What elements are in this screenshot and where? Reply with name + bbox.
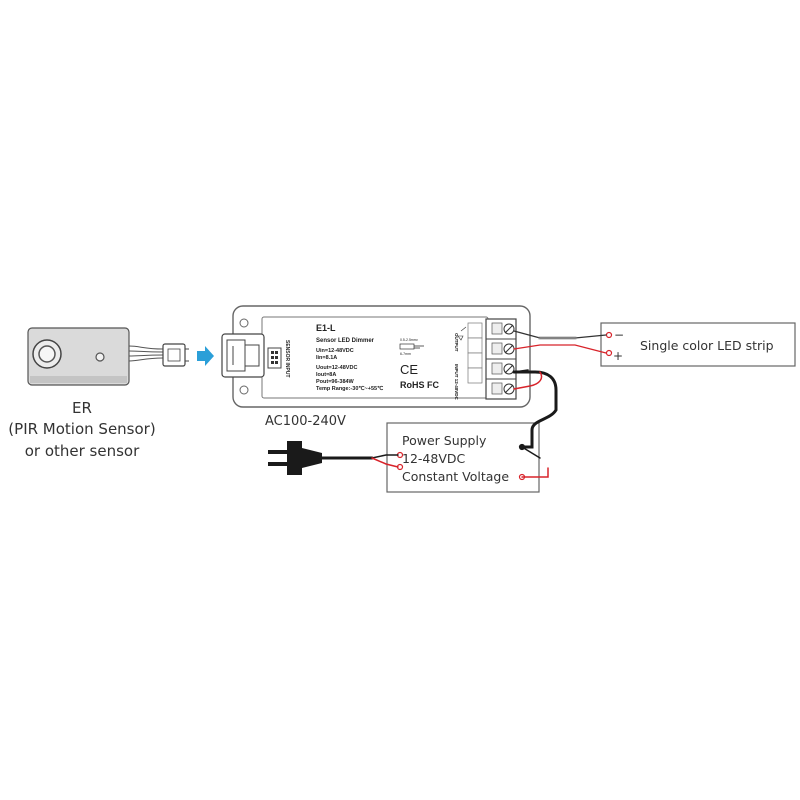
- sensor-input-socket: [221, 333, 265, 378]
- dc-wire-black: [512, 370, 558, 449]
- led-strip-label: Single color LED strip: [640, 338, 774, 353]
- connect-arrow-icon: [197, 346, 214, 366]
- dimmer-temp: Temp Range:-30℃~+55℃: [316, 385, 384, 392]
- sensor-pin-header: [267, 347, 282, 369]
- dimmer-uin: Uin=12-48VDC: [316, 348, 354, 354]
- pir-sensor: [27, 327, 189, 386]
- sensor-port-label: SENSOR INPUT: [284, 340, 290, 378]
- led-strip-minus: −: [614, 328, 624, 342]
- dimmer-subtitle: Sensor LED Dimmer: [316, 338, 375, 344]
- terminal-block: [485, 318, 517, 400]
- led-symbol-icon: [457, 326, 467, 341]
- power-supply-title: Power Supply: [402, 433, 487, 448]
- led-strip-minus-pad: [605, 331, 613, 339]
- plug-body: [287, 441, 302, 475]
- dimmer-uout: Uout=12-48VDC: [316, 365, 357, 371]
- ce-mark: CE: [400, 362, 418, 377]
- sensor-lens-inner: [38, 345, 56, 363]
- power-supply-type: Constant Voltage: [402, 469, 509, 484]
- dc-wire-red: [521, 467, 549, 478]
- sensor-body-shade: [30, 376, 127, 383]
- output-wire-plus: [513, 344, 607, 354]
- output-label: OUTPUT: [454, 333, 459, 352]
- dimmer-pout: Pout=96-384W: [316, 379, 355, 385]
- dimmer-unit: SENSOR INPUT E1-L Sensor LED Dimmer Uin=…: [221, 305, 531, 408]
- dimmer-iout: Iout=8A: [316, 372, 336, 378]
- power-supply: Power Supply 12-48VDC Constant Voltage: [386, 422, 540, 493]
- wire-gauge-label: 0.5-2.5mm²: [400, 338, 419, 342]
- sensor-indicator-led: [95, 352, 105, 362]
- plug-prong-top: [268, 450, 288, 454]
- wire-strip-icon: [399, 343, 415, 350]
- mount-hole-left: [239, 318, 249, 328]
- input-label: INPUT 12-48VDC: [454, 364, 459, 401]
- ac-voltage-label: AC100-240V: [265, 414, 346, 429]
- wire-strip-length: 6-7mm: [400, 352, 411, 356]
- sensor-name: ER: [72, 399, 92, 417]
- led-strip: − + Single color LED strip: [600, 322, 796, 367]
- mount-hole-left-bottom: [239, 385, 249, 395]
- sensor-alt: or other sensor: [25, 442, 140, 460]
- plug-prong-bottom: [268, 462, 288, 466]
- led-strip-body: [600, 322, 796, 367]
- dimmer-model: E1-L: [316, 323, 336, 333]
- ac-plug: [268, 441, 322, 475]
- sensor-type: (PIR Motion Sensor): [8, 420, 155, 438]
- led-strip-plus-pad: [605, 349, 613, 357]
- dimmer-iin: Iin=8.1A: [316, 355, 337, 361]
- power-supply-voltage: 12-48VDC: [402, 451, 465, 466]
- output-wire-minus: [513, 330, 607, 339]
- sensor-cable: [128, 345, 164, 362]
- wiring: [320, 330, 607, 478]
- power-supply-body: [386, 422, 540, 493]
- sensor-connector-plug: [162, 343, 186, 367]
- rohs-fc-mark: RoHS FC: [400, 380, 439, 390]
- led-strip-plus: +: [613, 349, 623, 363]
